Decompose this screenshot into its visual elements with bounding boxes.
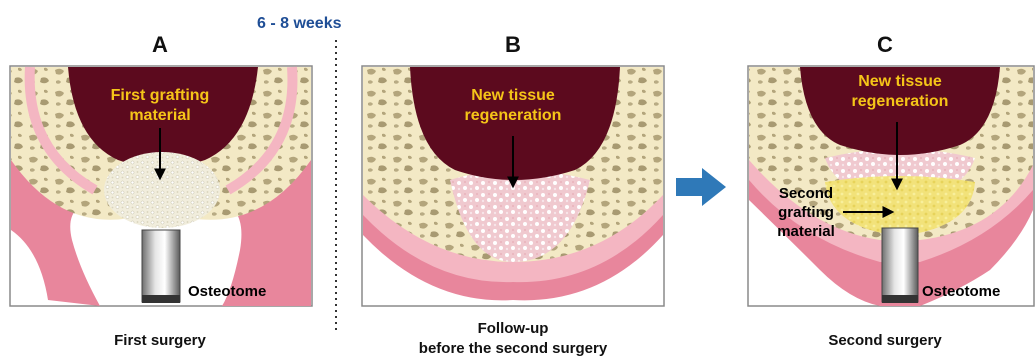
panel-b-label-line1: New tissue xyxy=(471,87,555,104)
panel-a: A First grafting material Osteotome Firs… xyxy=(10,32,312,349)
panel-a-caption: First surgery xyxy=(114,332,206,349)
panel-c-tool-label: Osteotome xyxy=(922,283,1000,300)
panel-a-graft-label-line1: First grafting xyxy=(111,87,210,104)
panel-a-graft-label-line2: material xyxy=(129,107,190,124)
interval-label: 6 - 8 weeks xyxy=(257,15,342,32)
panel-b: B New tissue regeneration Follow-up befo… xyxy=(362,32,664,357)
panel-c-side-label-line2: grafting xyxy=(778,204,834,221)
panel-c-side-label-line1: Second xyxy=(779,185,833,202)
panel-b-letter: B xyxy=(505,32,521,57)
progress-arrow xyxy=(676,168,726,206)
panel-c-osteotome xyxy=(882,228,918,302)
panel-b-caption-line1: Follow-up xyxy=(478,320,549,337)
panel-b-caption-line2: before the second surgery xyxy=(419,340,608,357)
panel-c-label-line1: New tissue xyxy=(858,73,942,90)
panel-c-caption: Second surgery xyxy=(828,332,942,349)
panel-a-tool-label: Osteotome xyxy=(188,283,266,300)
panel-c-label-line2: regeneration xyxy=(852,93,949,110)
panel-a-osteotome xyxy=(142,230,180,302)
panel-c: C New tissue regeneration Second graftin… xyxy=(748,32,1034,349)
panel-b-label-line2: regeneration xyxy=(465,107,562,124)
panel-a-first-graft xyxy=(104,152,220,228)
panel-c-letter: C xyxy=(877,32,893,57)
panel-c-side-label-line3: material xyxy=(777,223,835,240)
panel-a-letter: A xyxy=(152,32,168,57)
